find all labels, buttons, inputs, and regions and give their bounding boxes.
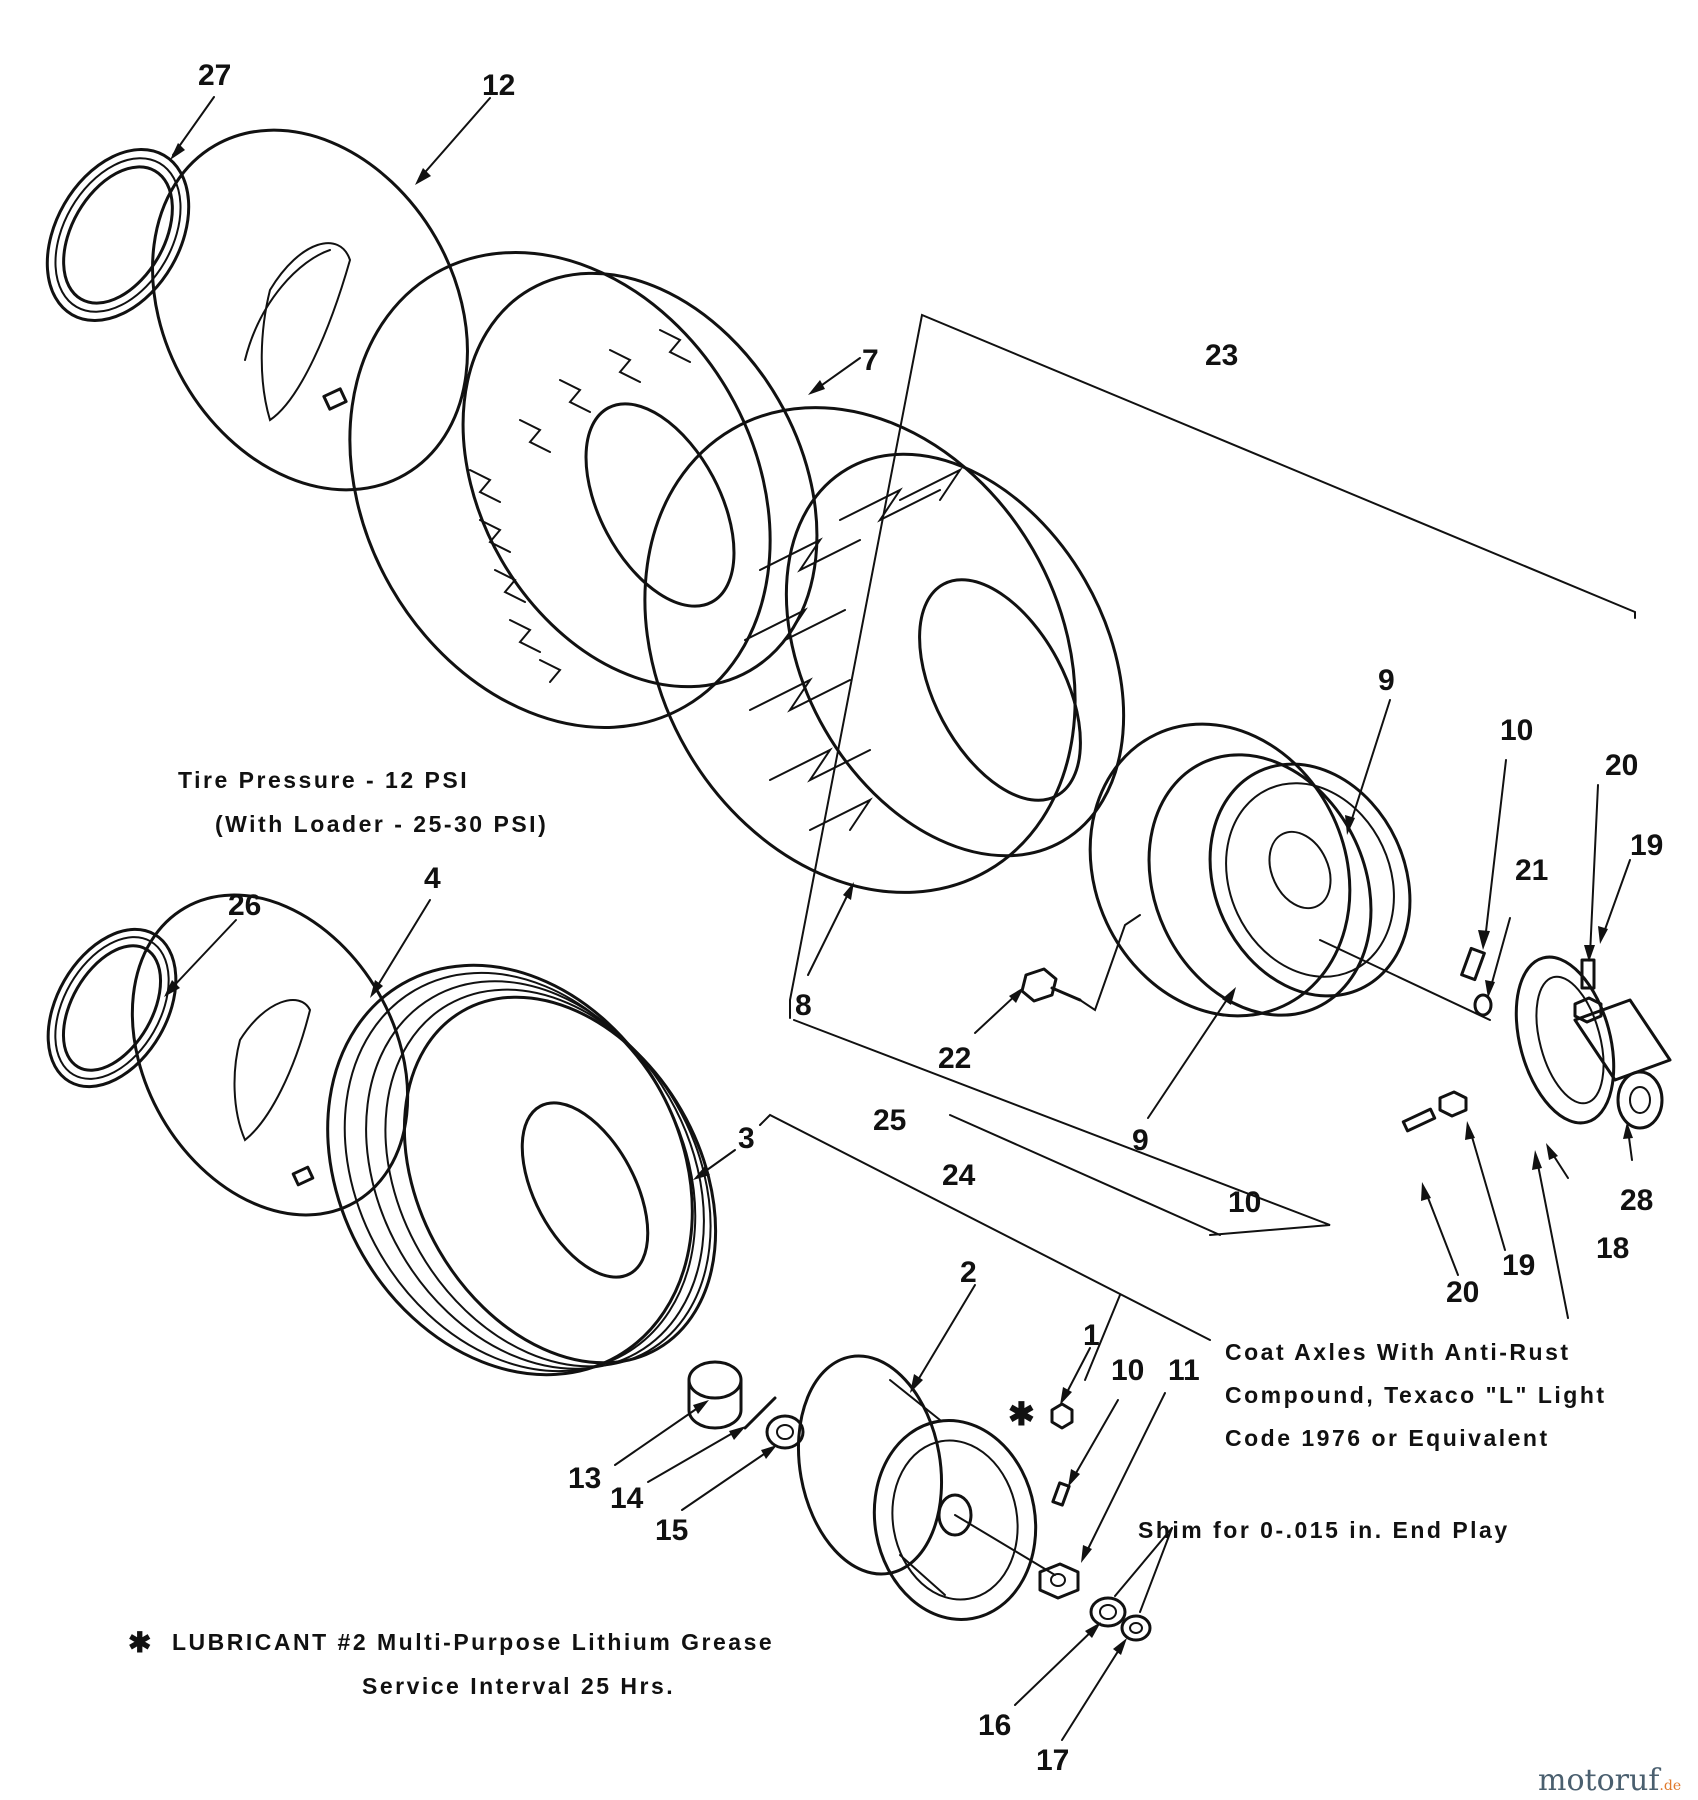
callout-12: 12	[482, 69, 515, 102]
callout-19-upper: 19	[1630, 829, 1663, 862]
leader-arrows	[164, 96, 1633, 1741]
callout-18: 18	[1596, 1232, 1629, 1265]
callout-numbers: 27 12 7 23 9 10 20 19 21 22 8 9 26 4 3 2…	[198, 59, 1663, 1777]
callout-28: 28	[1620, 1184, 1653, 1217]
part-22-bolt	[1020, 914, 1141, 1012]
part-20-bolt-upper	[1573, 958, 1603, 1024]
service-interval-note: Service Interval 25 Hrs.	[362, 1673, 675, 1699]
part-21-washer	[1473, 993, 1493, 1017]
coat-axles-note-3: Code 1976 or Equivalent	[1225, 1425, 1550, 1451]
callout-24: 24	[942, 1159, 976, 1192]
part-27-ring	[45, 148, 191, 322]
part-4-tube	[130, 893, 410, 1217]
lubricant-mark: ✱	[128, 1627, 151, 1658]
part-14-fitting	[743, 1396, 777, 1430]
part-11-nut	[1038, 1562, 1080, 1600]
bracket-23	[789, 313, 1636, 1019]
callout-21: 21	[1515, 854, 1548, 887]
bracket-25-split	[1084, 1294, 1121, 1381]
callout-9-mid: 9	[1132, 1124, 1149, 1157]
callout-26: 26	[228, 889, 261, 922]
watermark-logo: motoruf.de	[1538, 1763, 1681, 1798]
callout-25: 25	[873, 1104, 906, 1137]
bracket-24	[793, 1019, 1331, 1236]
part-1-fitting	[1050, 1402, 1074, 1430]
callout-2: 2	[960, 1256, 977, 1289]
part-19-nut-lower	[1401, 1090, 1468, 1133]
part-16-shim	[1089, 1596, 1127, 1628]
callout-22: 22	[938, 1042, 971, 1075]
part-10-valve-stem	[1460, 946, 1486, 982]
callout-20-lower: 20	[1446, 1276, 1479, 1309]
part-10-screw	[1051, 1481, 1071, 1507]
coat-axles-note-1: Coat Axles With Anti-Rust	[1225, 1339, 1571, 1365]
callout-17: 17	[1036, 1744, 1069, 1777]
callout-19-lower: 19	[1502, 1249, 1535, 1282]
callout-15: 15	[655, 1514, 688, 1547]
callout-3: 3	[738, 1122, 755, 1155]
tire-pressure-loader-note: (With Loader - 25-30 PSI)	[215, 811, 548, 837]
bracket-24b	[949, 1114, 1221, 1236]
notes: Tire Pressure - 12 PSI (With Loader - 25…	[128, 767, 1607, 1699]
part-8-lug-tire	[643, 406, 1126, 894]
part-9-rim	[1088, 722, 1491, 1021]
callout-13: 13	[568, 1462, 601, 1495]
callout-20-upper: 20	[1605, 749, 1638, 782]
part-17-shim	[1120, 1614, 1152, 1642]
callout-9-upper: 9	[1378, 664, 1395, 697]
callout-23: 23	[1205, 339, 1238, 372]
tire-pressure-note: Tire Pressure - 12 PSI	[178, 767, 469, 793]
part-3-rib-tire	[326, 963, 718, 1377]
callout-27: 27	[198, 59, 231, 92]
callout-4: 4	[424, 862, 441, 895]
coat-axles-note-2: Compound, Texaco "L" Light	[1225, 1382, 1607, 1408]
callout-10-lower: 10	[1111, 1354, 1144, 1387]
part-7-turf-tire	[348, 251, 819, 729]
callout-1: 1	[1083, 1319, 1100, 1352]
callout-10-upper: 10	[1500, 714, 1533, 747]
lube-point-mark: ✱	[1008, 1396, 1035, 1432]
part-2-front-rim	[796, 1354, 1056, 1621]
part-13-bushing	[687, 1360, 743, 1430]
part-26-ring	[46, 927, 178, 1089]
watermark-main: motoruf	[1538, 1763, 1661, 1798]
callout-14: 14	[610, 1482, 644, 1515]
callout-7: 7	[862, 344, 879, 377]
callout-11: 11	[1168, 1354, 1200, 1387]
bracket-25	[759, 1113, 1211, 1341]
callout-16: 16	[978, 1709, 1011, 1742]
callout-10-mid: 10	[1228, 1186, 1261, 1219]
lubricant-note: LUBRICANT #2 Multi-Purpose Lithium Greas…	[172, 1629, 774, 1655]
part-15-washer	[765, 1414, 805, 1450]
shim-note: Shim for 0-.015 in. End Play	[1138, 1517, 1510, 1543]
part-12-tube	[151, 128, 469, 492]
part-18-hub	[1514, 955, 1672, 1130]
watermark-suffix: .de	[1659, 1778, 1681, 1794]
callout-8: 8	[795, 989, 812, 1022]
